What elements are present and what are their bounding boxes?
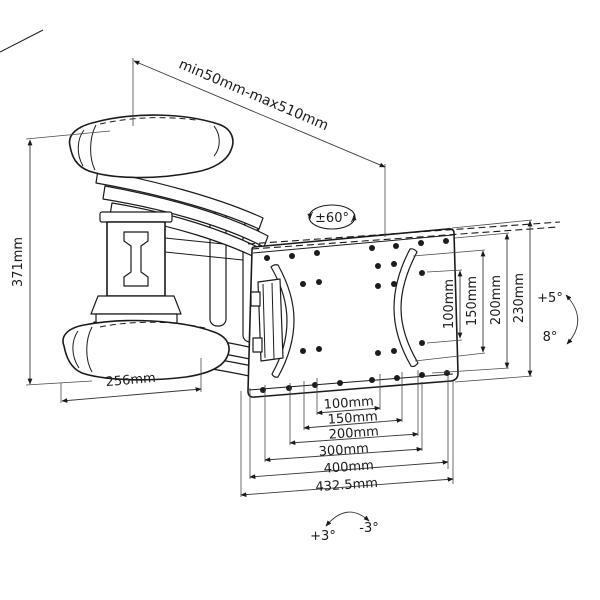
dim-label-vesa-v-200: 200mm [489, 275, 504, 325]
dim-label-swivel: ±60° [315, 211, 349, 226]
dim-label-vesa-v-230: 230mm [512, 273, 527, 323]
top-arm-cover [68, 114, 234, 179]
dim-label-vesa-h-200: 200mm [328, 424, 379, 442]
dim-label-vesa-h-150: 150mm [327, 409, 378, 427]
dim-label-vesa-v-150: 150mm [465, 276, 480, 326]
right-rail [393, 248, 419, 368]
wall-bracket-column [90, 211, 182, 324]
dim-label-vesa-h-100: 100mm [323, 394, 374, 412]
articulating-arm [62, 114, 274, 381]
dim-label-vesa-h-300: 300mm [318, 441, 369, 459]
dim-swivel: ±60° [307, 204, 357, 230]
dim-label-tilt-down: 8° [543, 330, 558, 345]
plate-clamp [250, 278, 284, 362]
i-beam-slot [123, 231, 149, 287]
dim-bracket-height: 371mm [11, 130, 111, 386]
dim-label-vesa-h-400: 400mm [323, 458, 374, 476]
dim-vesa-horizontal: 100mm 150mm 200mm 300mm 400mm 432.5mm [240, 370, 454, 497]
wall-corner-line [0, 29, 44, 53]
dim-tilt: +5° 8° [537, 291, 579, 345]
dim-label-vesa-v-100: 100mm [442, 279, 457, 329]
dim-label-rotation-left: +3° [310, 529, 336, 544]
dim-label-vesa-h-432: 432.5mm [315, 476, 378, 495]
dim-arm-length: 256mm [60, 358, 202, 403]
vesa-plate [247, 228, 459, 398]
bottom-arm-cover [62, 319, 230, 381]
left-rail [270, 264, 295, 378]
dim-label-arm-length: 256mm [105, 371, 156, 390]
mounting-holes [260, 238, 450, 393]
dim-label-rotation-right: -3° [359, 521, 378, 536]
dim-label-tilt-up: +5° [537, 291, 563, 306]
swivel-dashed-lines [247, 221, 561, 250]
dim-rotation: +3° -3° [310, 511, 379, 544]
dim-vesa-vertical: 100mm 150mm 200mm 230mm [412, 219, 533, 383]
dim-label-bracket-height: 371mm [11, 237, 26, 287]
